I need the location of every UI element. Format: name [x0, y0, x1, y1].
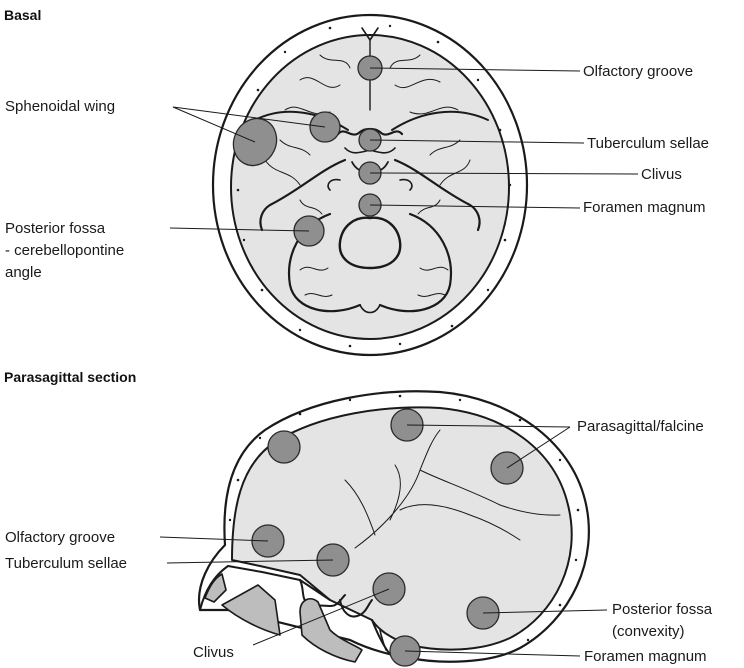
leader-sagittal-foramen-magnum	[405, 651, 580, 656]
label-basal-clivus: Clivus	[641, 166, 682, 183]
label-basal-posterior-fossa-line2: - cerebellopontine	[5, 242, 124, 259]
label-sagittal-olfactory-groove: Olfactory groove	[5, 529, 115, 546]
label-sagittal-tuberculum-sellae: Tuberculum sellae	[5, 555, 127, 572]
label-sagittal-clivus: Clivus	[193, 644, 234, 661]
parasagittal-section-title: Parasagittal section	[4, 369, 136, 385]
label-sagittal-foramen-magnum: Foramen magnum	[584, 648, 707, 665]
label-basal-posterior-fossa-line3: angle	[5, 264, 42, 281]
label-basal-tuberculum-sellae: Tuberculum sellae	[587, 135, 709, 152]
label-basal-sphenoidal-wing: Sphenoidal wing	[5, 98, 115, 115]
basal-section-title: Basal	[4, 7, 41, 23]
label-sagittal-posterior-fossa-line1: Posterior fossa	[612, 601, 713, 618]
sagittal-marker-parasagittal-frontal	[268, 431, 300, 463]
label-basal-foramen-magnum: Foramen magnum	[583, 199, 706, 216]
label-basal-olfactory-groove: Olfactory groove	[583, 63, 693, 80]
label-sagittal-posterior-fossa-line2: (convexity)	[612, 623, 685, 640]
label-sagittal-parasagittal-falcine: Parasagittal/falcine	[577, 418, 704, 435]
label-basal-posterior-fossa-line1: Posterior fossa	[5, 220, 106, 237]
